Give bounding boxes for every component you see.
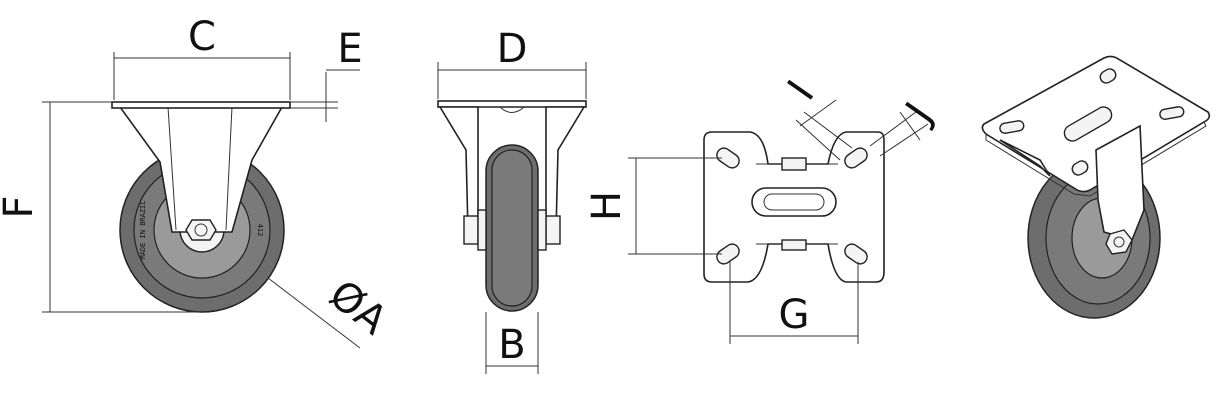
slot-top-right bbox=[844, 147, 868, 169]
side-axle-nut bbox=[185, 219, 217, 241]
tire-code-text: 412 bbox=[256, 224, 264, 237]
dim-h-label: H bbox=[584, 191, 630, 221]
iso-axle-nut bbox=[1105, 229, 1133, 255]
isometric-view bbox=[981, 55, 1211, 319]
slot-bottom-left bbox=[716, 243, 740, 265]
dim-d-label: D bbox=[497, 26, 528, 72]
side-view: MADE IN BRAZIL 412 C E bbox=[0, 14, 396, 349]
front-top-plate bbox=[437, 100, 587, 108]
dim-f: F bbox=[0, 101, 200, 313]
dim-c: C bbox=[113, 14, 291, 100]
front-axle-right bbox=[545, 215, 561, 245]
top-view: H G I J bbox=[584, 73, 942, 344]
slot-top-left bbox=[716, 147, 740, 169]
dim-d: D bbox=[437, 26, 587, 99]
center-slot bbox=[751, 187, 837, 217]
front-fork bbox=[438, 106, 479, 233]
front-axle-left bbox=[463, 215, 479, 245]
front-view: D B bbox=[437, 26, 587, 374]
top-nut bbox=[781, 157, 807, 171]
dim-c-label: C bbox=[188, 14, 216, 60]
dim-a: ØA bbox=[267, 272, 396, 349]
dim-b-label: B bbox=[498, 322, 525, 368]
bottom-nut bbox=[781, 239, 807, 251]
dim-g: G bbox=[729, 262, 859, 344]
side-top-plate bbox=[111, 101, 291, 109]
tire-brand-text: MADE IN BRAZIL bbox=[139, 200, 147, 259]
dim-e-label: E bbox=[337, 26, 362, 72]
slot-bottom-right bbox=[844, 243, 868, 265]
dim-b: B bbox=[485, 312, 539, 374]
dim-e: E bbox=[290, 26, 363, 122]
iso-center-slot bbox=[1063, 106, 1113, 142]
dim-i-label: I bbox=[779, 73, 823, 109]
dim-g-label: G bbox=[779, 292, 810, 338]
dim-a-label: ØA bbox=[321, 272, 396, 345]
dim-h: H bbox=[584, 157, 722, 255]
dim-f-label: F bbox=[0, 195, 42, 218]
dim-j-label: J bbox=[895, 95, 941, 134]
